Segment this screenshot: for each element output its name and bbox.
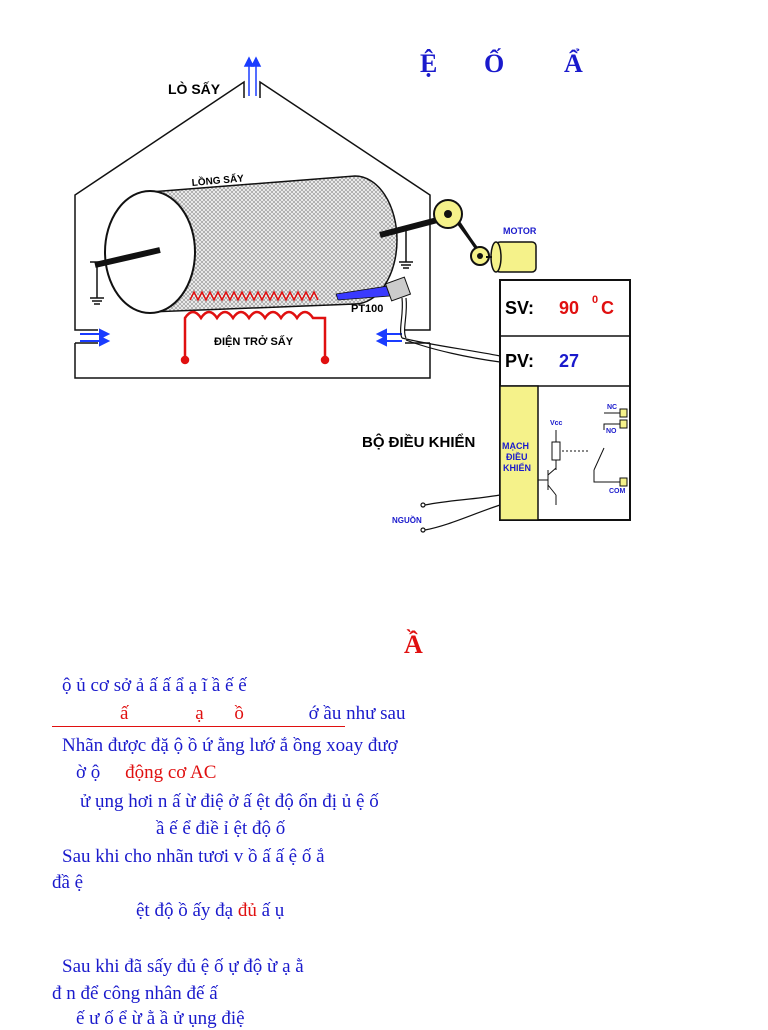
text-line-12: ế ư ố ể ừ ằ ầ ử ụng điệ [76, 1008, 245, 1029]
relay-terminals [619, 408, 628, 487]
heater-label: ĐIỆN TRỞ SẤY [214, 335, 294, 348]
text-line-9: ệt độ ồ ấy đạ đủ ấ ụ [136, 900, 284, 922]
text-line-4: ờ ộ động cơ AC [76, 762, 216, 784]
right-support [398, 227, 414, 269]
text-line-2-part-a: ấ [120, 703, 129, 724]
sv-unit-degree: 0 [592, 294, 598, 306]
text-line-2-underline [52, 726, 345, 727]
text-line-8: đầ ệ [52, 872, 84, 893]
sv-value: 90 [559, 298, 579, 318]
belt-drive [433, 199, 490, 266]
vcc-label: Vcc [550, 420, 563, 427]
drying-drum [94, 175, 446, 314]
circuit-label-line-1: MẠCH [502, 441, 529, 451]
text-line-4-part-b: động cơ AC [125, 762, 217, 783]
text-line-11: đ n để công nhân đế ấ [52, 983, 218, 1004]
text-line-2: ấ ạ ồ ớ ầu như sau [120, 703, 405, 725]
text-line-4-part-a: ờ ộ [76, 762, 106, 783]
text-line-2-part-d: ớ ầu như sau [308, 703, 406, 724]
drying-system-diagram: Ệ Ố Ẩ LÒ SẤY LỒNG SẤY MOTOR PT100 ĐIỆN T… [74, 49, 631, 533]
text-line-6: ầ ế ể điề ỉ ệt độ ố [156, 818, 286, 839]
text-line-2-part-b: ạ [195, 703, 204, 724]
air-inlet-arrows-icon [80, 328, 111, 347]
air-outlet-arrows-icon [375, 328, 402, 347]
controller-box [499, 279, 631, 521]
text-line-7: Sau khi cho nhãn tươi v ồ ấ ấ ệ ố ắ [62, 846, 325, 867]
pt100-sensor-icon [335, 276, 412, 339]
text-line-3: Nhãn được đặ ộ ồ ứ ằng lướ ắ ồng xoay đư… [62, 735, 398, 756]
text-line-9-part-c: ấ ụ [256, 900, 285, 921]
left-support [90, 261, 108, 305]
power-label: NGUỒN [392, 515, 422, 525]
title-glyph-1: Ệ [420, 49, 437, 78]
text-line-2-part-c: ồ [234, 703, 244, 724]
title-glyph-2: Ố [484, 49, 504, 78]
nc-label: NC [607, 404, 617, 411]
controller-label: BỘ ĐIỀU KHIỂN [362, 433, 475, 451]
motor-icon [486, 241, 537, 273]
text-line-1: ộ ủ cơ sở ả ấ ấ ẩ ạ ĩ ầ ế ế [62, 675, 247, 696]
sensor-label: PT100 [351, 303, 383, 315]
motor-label: MOTOR [503, 226, 537, 236]
text-line-9-part-b: đủ [237, 900, 257, 921]
oven-label: LÒ SẤY [168, 80, 221, 97]
circuit-label-line-3: KHIỂN [503, 462, 531, 473]
pv-label: PV: [505, 351, 534, 371]
pv-value: 27 [559, 351, 579, 371]
no-label: NO [606, 428, 617, 435]
sensor-wiring [401, 337, 501, 363]
section-heading: Ầ [404, 630, 423, 659]
com-label: COM [609, 488, 626, 495]
power-wiring [420, 494, 501, 533]
oven-housing [74, 80, 431, 379]
exhaust-arrows-icon [243, 56, 262, 96]
circuit-label-line-2: ĐIỀU [506, 452, 528, 462]
sv-unit-c: C [601, 298, 614, 318]
text-line-9-part-a: ệt độ ồ ấy đạ [136, 900, 238, 921]
text-line-10: Sau khi đã sấy đủ ệ ố ự độ ừ ạ ằ [62, 956, 304, 977]
heater-coil-icon [180, 290, 330, 365]
sv-label: SV: [505, 298, 534, 318]
relay-circuit [538, 412, 620, 505]
text-line-5: ử ụng hơi n ấ ừ điệ ở ấ ệt độ ổn đị ủ ệ … [80, 791, 379, 812]
title-glyph-3: Ẩ [564, 49, 583, 78]
